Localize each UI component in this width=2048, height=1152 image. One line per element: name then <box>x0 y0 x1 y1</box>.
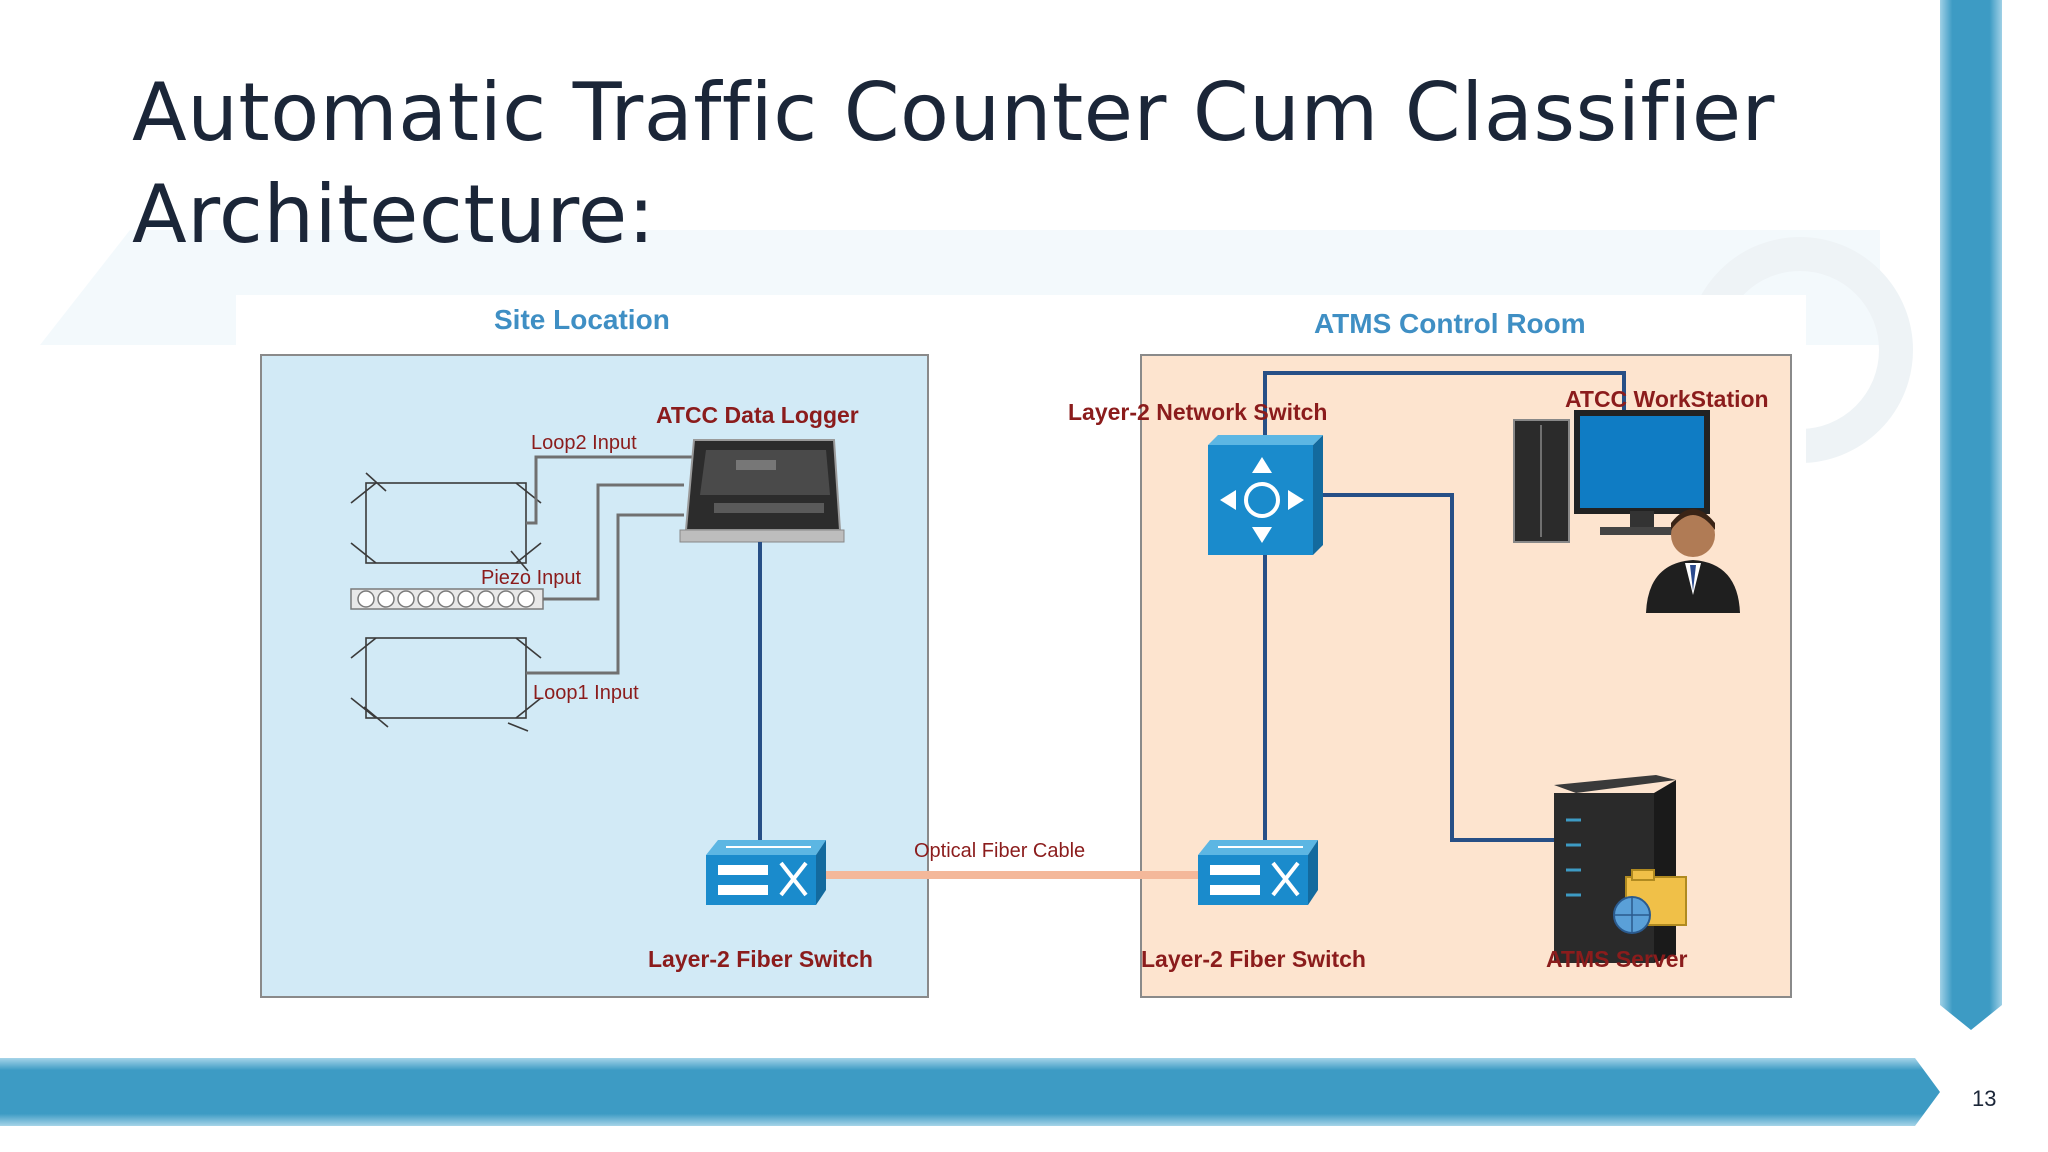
slide-title: Automatic Traffic Counter Cum Classifier… <box>132 62 1832 266</box>
page-number: 13 <box>1972 1086 1997 1111</box>
atms-server-label: ATMS Server <box>1546 946 1688 972</box>
atcc-workstation-label: ATCC WorkStation <box>1565 386 1769 412</box>
slide-title-line2: Architecture: <box>132 168 656 261</box>
right-accent-bar <box>1940 0 2002 1030</box>
piezo-sensor <box>350 588 544 610</box>
atms-server-icon <box>1554 775 1687 963</box>
loop2-input-label: Loop2 Input <box>531 432 637 454</box>
architecture-diagram: Site Location ATMS Control Room <box>236 295 1806 1015</box>
control-room-heading: ATMS Control Room <box>1314 308 1586 339</box>
control-fiber-switch-icon <box>1198 840 1318 905</box>
architecture-diagram-svg: Site Location ATMS Control Room <box>260 304 1792 998</box>
site-fiber-switch-label: Layer-2 Fiber Switch <box>648 946 873 972</box>
network-switch-icon <box>1208 435 1323 555</box>
slide-title-line1: Automatic Traffic Counter Cum Classifier <box>132 66 1775 159</box>
loop1-input-label: Loop1 Input <box>533 682 639 704</box>
control-fiber-switch-label: Layer-2 Fiber Switch <box>1141 946 1366 972</box>
control-room-links <box>1263 371 1626 842</box>
optical-fiber-cable-label: Optical Fiber Cable <box>914 840 1085 862</box>
operator-person-icon <box>1646 509 1740 613</box>
network-switch-label: Layer-2 Network Switch <box>1068 399 1327 425</box>
atcc-workstation-icon <box>1513 410 1710 543</box>
piezo-input-label: Piezo Input <box>481 567 582 589</box>
site-fiber-switch-icon <box>706 840 826 905</box>
atcc-data-logger-icon <box>679 439 845 543</box>
site-location-heading: Site Location <box>494 304 670 335</box>
atcc-data-logger-label: ATCC Data Logger <box>656 402 859 428</box>
loop1-sensor <box>350 637 542 732</box>
sensor-cables <box>526 455 694 675</box>
bottom-accent-bar <box>0 1058 1940 1126</box>
